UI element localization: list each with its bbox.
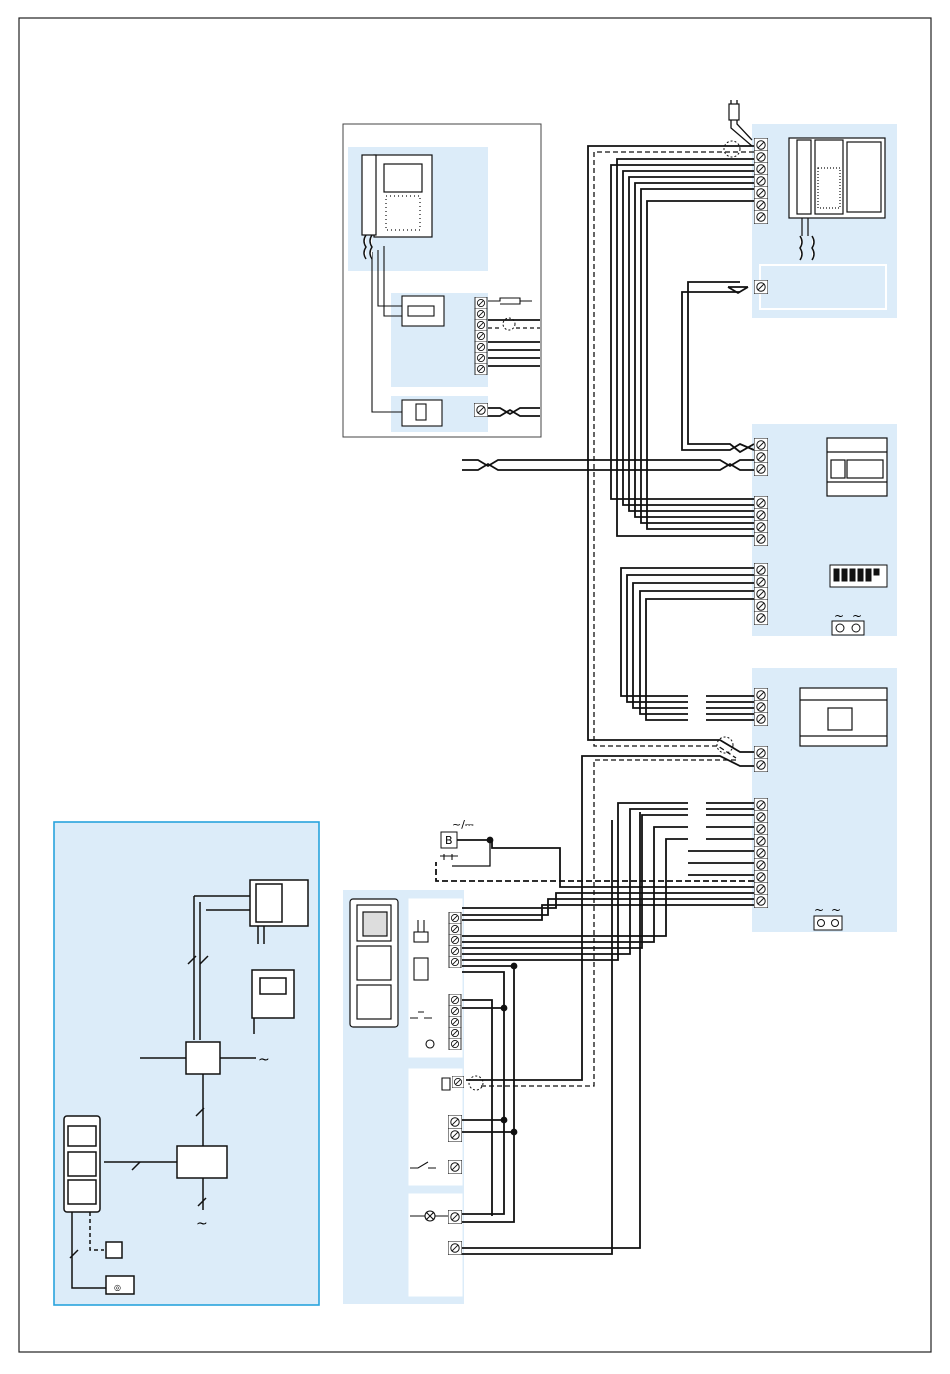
overview-ac-label-1: ~ bbox=[258, 1052, 270, 1068]
terminal-block-door-audio bbox=[449, 912, 461, 968]
terminal-block-door-extra bbox=[448, 1241, 462, 1255]
terminal-block-power-top bbox=[754, 438, 768, 476]
terminal-block-intercom-main bbox=[754, 138, 768, 224]
video-adapter bbox=[402, 296, 444, 326]
overview-mini-lock: ◎ bbox=[114, 1283, 121, 1292]
ac-label-1: ~ bbox=[834, 609, 844, 623]
acdc-label: ~/⎓ bbox=[452, 818, 474, 831]
ac-label-2: ~ bbox=[852, 609, 862, 623]
distributor-unit bbox=[800, 688, 887, 746]
video-coupler bbox=[402, 400, 442, 426]
overview-ac-label-2: ~ bbox=[196, 1216, 208, 1232]
terminal-block-distributor-low bbox=[754, 798, 768, 908]
terminal-block-lamp bbox=[448, 1210, 462, 1224]
dip-switch-block bbox=[830, 565, 887, 587]
terminal-block-door-video bbox=[452, 1076, 464, 1088]
door-station-panel-device bbox=[350, 899, 398, 1027]
terminal-block-distributor-top bbox=[754, 688, 768, 726]
ac-label-4: ~ bbox=[831, 903, 841, 917]
terminal-block-distributor-mid bbox=[754, 746, 768, 772]
ac-label-3: ~ bbox=[814, 903, 824, 917]
terminal-block-door-switch bbox=[448, 1160, 462, 1174]
door-lock-symbol: B ~/⎓ bbox=[441, 818, 474, 848]
terminal-block-monitor-inset bbox=[475, 297, 487, 375]
terminal-block-monitor-strip bbox=[474, 403, 488, 417]
power-supply-unit bbox=[827, 438, 887, 496]
terminal-block-power-mid bbox=[754, 496, 768, 546]
terminal-block-power-low bbox=[754, 563, 768, 625]
terminal-block-intercom-aux bbox=[754, 280, 768, 294]
lock-letter: B bbox=[445, 834, 453, 847]
terminal-block-door-lock bbox=[448, 1115, 462, 1142]
terminal-block-door-button bbox=[449, 994, 461, 1050]
